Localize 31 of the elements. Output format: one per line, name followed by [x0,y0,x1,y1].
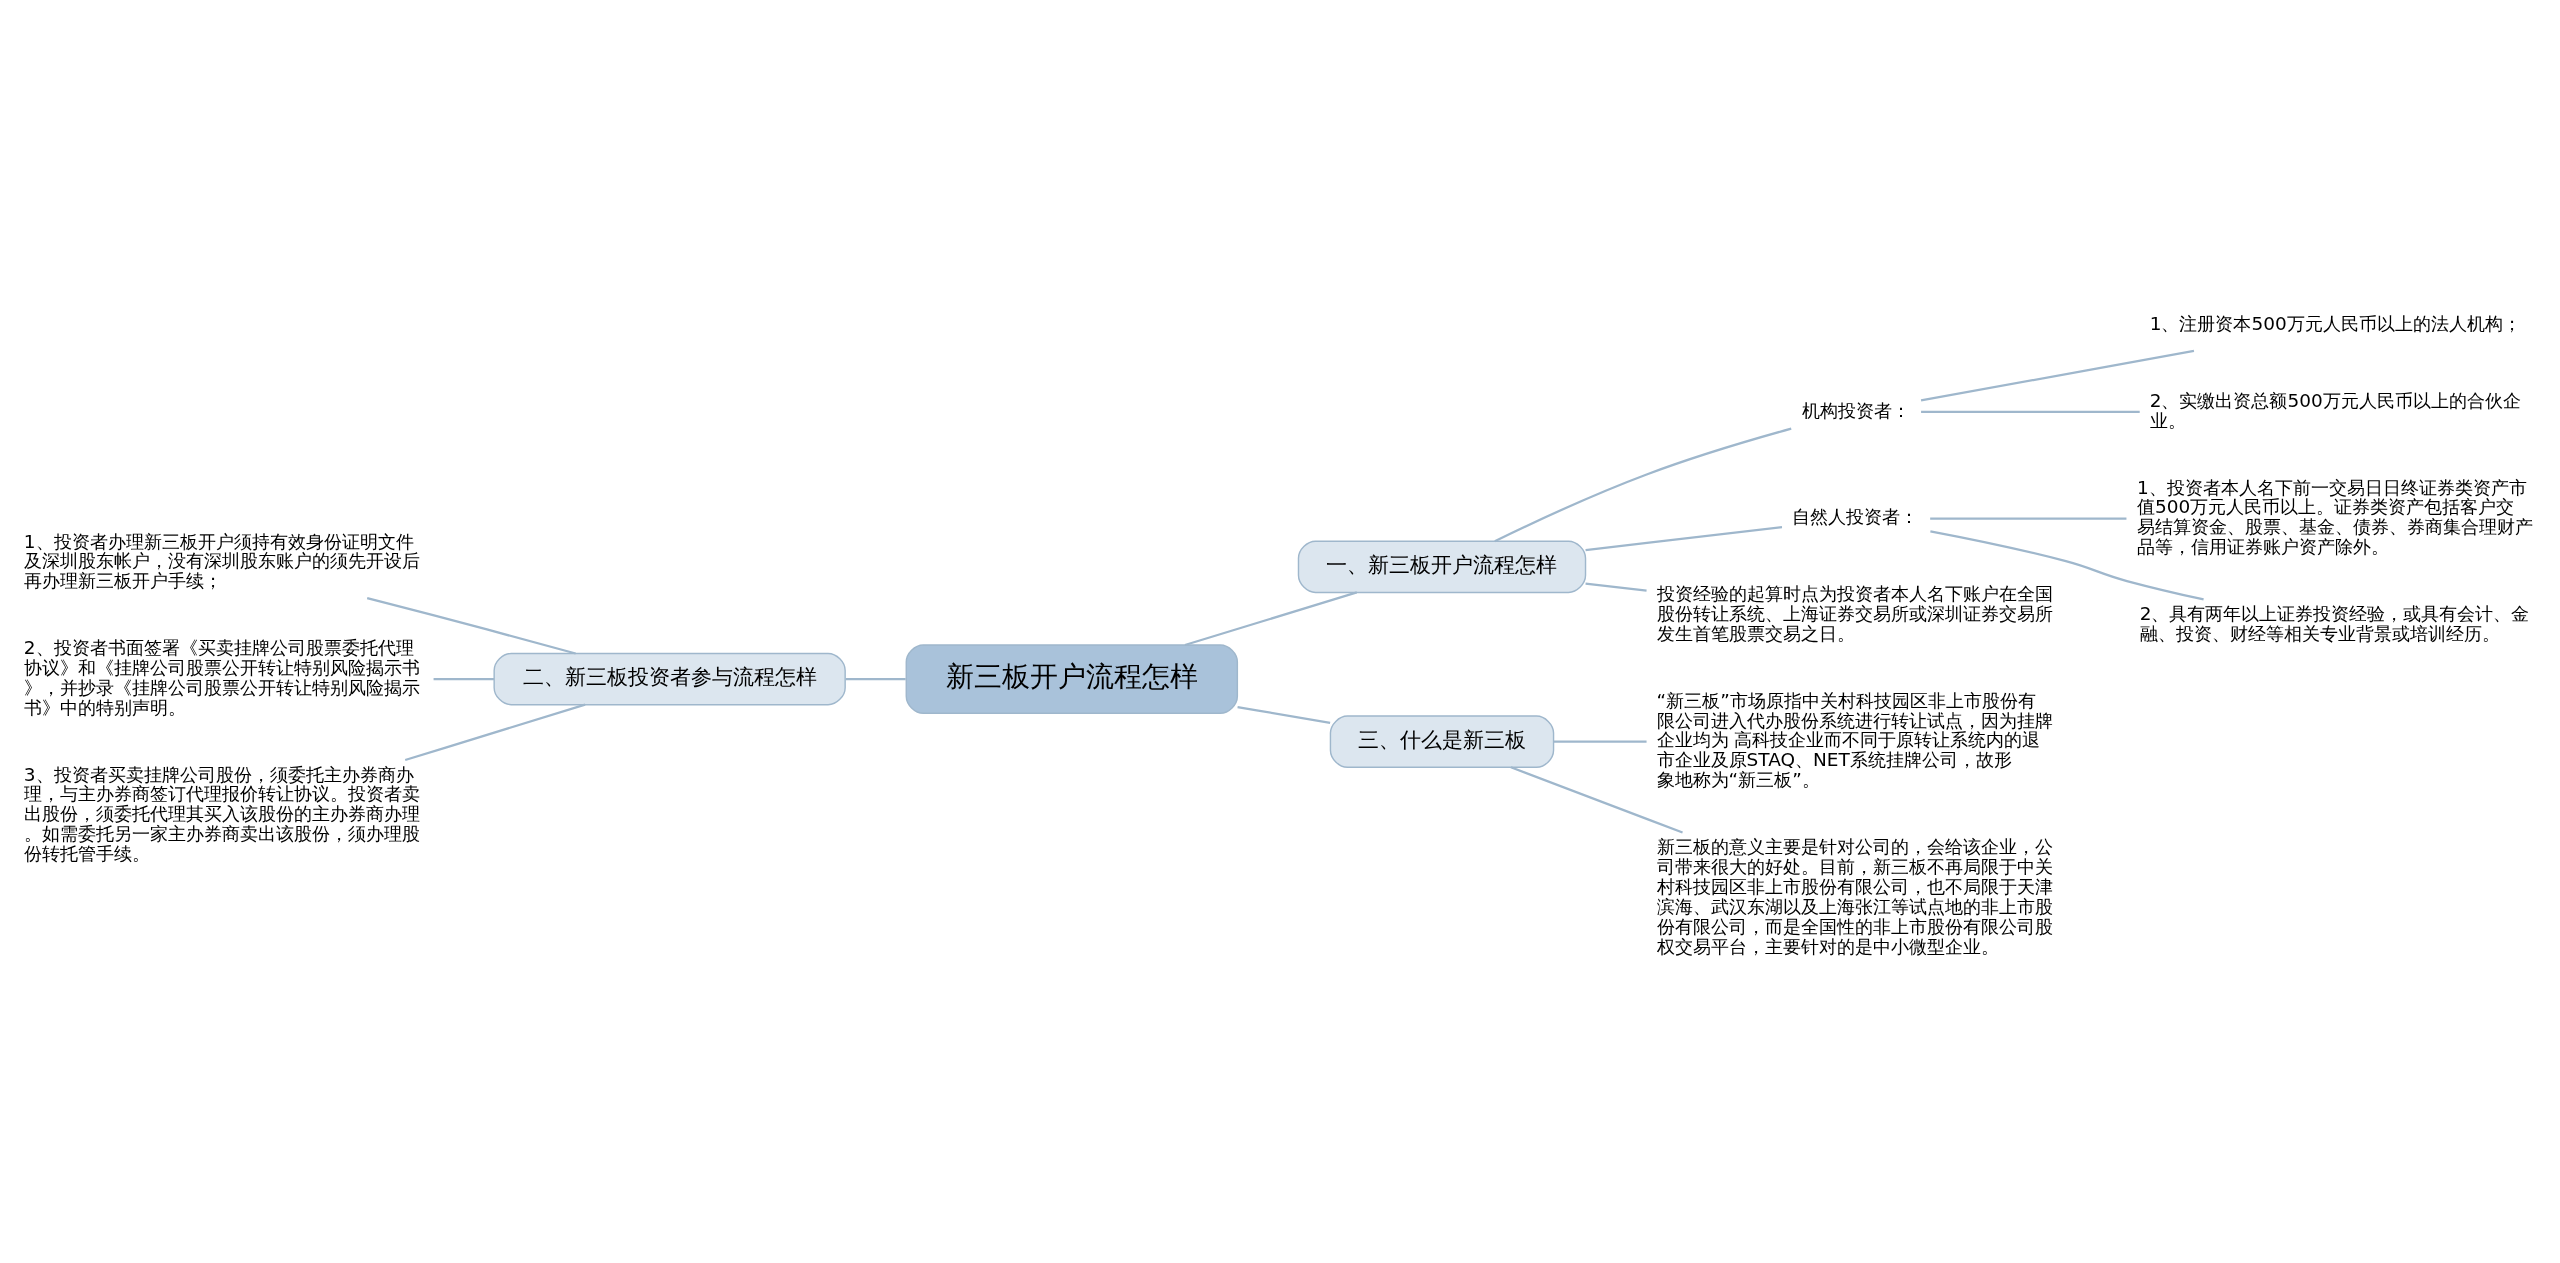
connector [1921,410,2140,414]
connector [1553,740,1647,743]
connector [845,677,906,681]
connector [366,597,576,655]
node-text: 自然人投资者： [1792,506,1919,528]
connector [1585,525,1783,552]
node-box: 二、新三板投资者参与流程怎样 [493,652,846,706]
connector [433,677,494,681]
connector [1585,582,1647,592]
node-text: 1、注册资本500万元人民币以上的法人机构； [2149,313,2521,335]
connector [1184,591,1358,647]
node-box: 一、新三板开户流程怎样 [1297,540,1587,594]
node-text: 2、实缴出资总额500万元人民币以上的合伙企业。 [2149,389,2521,431]
connector [1930,530,2204,601]
connector [1510,766,1683,834]
node-text: 机构投资者： [1801,399,1910,421]
node-text: 2、投资者书面签署《买卖挂牌公司股票委托代理协议》和《挂牌公司股票公开转让特别风险揭示书》，并抄录《挂牌公司股票公开转让特别风险揭示书》中的特别声明。 [23,637,420,718]
node-text: 3、投资者买卖挂牌公司股份，须委托主办券商办理，与主办券商签订代理报价转让协议。投资者卖出股份，须委托代理其买入该股份的主办券商办理。如需委托另一家主办券商卖出该股份，须办理股份转托管手续。 [23,763,420,865]
node-text: 新三板的意义主要是针对公司的，会给该企业，公司带来很大的好处。目前，新三板不再局限于中关村科技园区非上市股份有限公司，也不局限于天津滨海、武汉东湖以及上海张江等试点地的非上市股份有限公司，而是全国性的非上市股份有限公司股权交易平台，主要针对的是中小微型企业。 [1656,836,2053,957]
node-box: 新三板开户流程怎样 [905,644,1239,714]
node-text: 1、投资者办理新三板开户须持有效身份证明文件及深圳股东帐户，没有深圳股东账户的须先开设后再办理新三板开户手续； [23,530,420,592]
node-text: “新三板”市场原指中关村科技园区非上市股份有限公司进入代办股份系统进行转让试点，因为挂牌企业均为 高科技企业而不同于原转让系统内的退市企业及原STAQ、NET系统挂牌公司，故形象地称为“新三板”。 [1656,689,2053,791]
node-box: 三、什么是新三板 [1329,715,1555,768]
connector [1494,427,1792,543]
node-text: 1、投资者本人名下前一交易日日终证券类资产市值500万元人民币以上。证券类资产包括客户交易结算资金、股票、基金、债券、券商集合理财产品等，信用证券账户资产除外。 [2136,476,2533,558]
connector [1920,349,2195,402]
connector [1930,517,2127,520]
connector [404,703,586,762]
node-text: 2、具有两年以上证券投资经验，或具有会计、金融、投资、财经等相关专业背景或培训经历。 [2139,602,2530,644]
connector [1237,705,1331,724]
node-text: 投资经验的起算时点为投资者本人名下账户在全国股份转让系统、上海证券交易所或深圳证券交易所发生首笔股票交易之日。 [1656,583,2053,644]
